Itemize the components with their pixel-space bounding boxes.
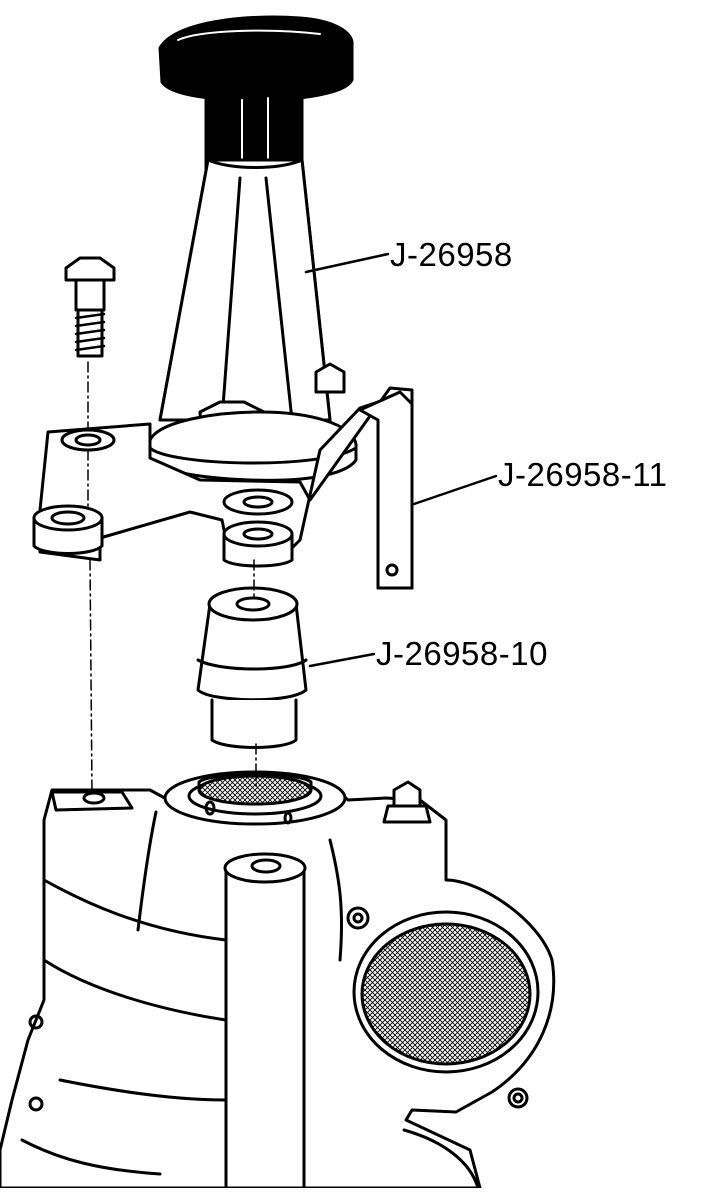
housing <box>0 770 556 1190</box>
leader-tool <box>304 252 390 274</box>
callout-tool: J-26958 <box>390 236 513 273</box>
installer-tool <box>148 15 358 482</box>
adapter <box>196 586 308 749</box>
hex-bolt <box>64 256 116 358</box>
fixture-plate <box>32 386 414 590</box>
callout-adapter: J-26958-10 <box>376 635 548 672</box>
leader-adapter <box>308 652 376 668</box>
tool-flange <box>148 410 358 482</box>
leader-lines <box>304 252 498 668</box>
leader-fixture <box>412 474 498 506</box>
callout-fixture: J-26958-11 <box>498 456 668 493</box>
alignment-lines <box>87 361 257 793</box>
